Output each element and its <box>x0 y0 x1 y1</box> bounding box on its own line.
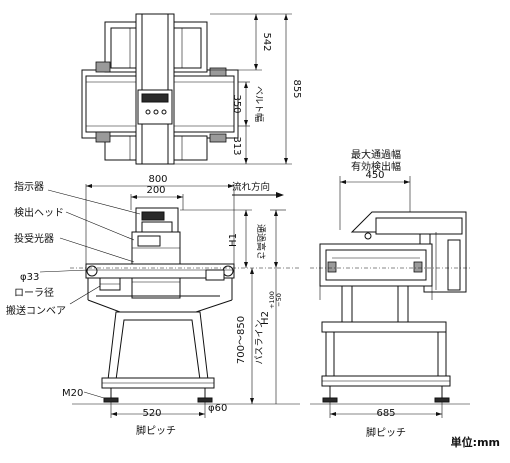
belt-width-label: ベルト幅 <box>253 86 265 122</box>
dim-h2: H2 <box>260 311 271 325</box>
dim-200: 200 <box>146 185 165 196</box>
roller-dia-value: φ33 <box>20 272 39 283</box>
effective-width-label: 有効検出幅 <box>351 160 401 173</box>
detect-head-label: 検出ヘッド <box>14 206 64 219</box>
unit-label: 単位:mm <box>451 435 500 449</box>
emitter-receiver-label: 投受光器 <box>14 232 54 245</box>
pass-line-label: パスライン <box>254 319 265 364</box>
dim-phi60: φ60 <box>208 403 227 414</box>
roller-dia-label: ローラ径 <box>14 286 54 299</box>
dim-800: 800 <box>148 174 167 185</box>
dim-542: 542 <box>261 32 272 51</box>
dim-855: 855 <box>291 79 302 98</box>
flow-direction-label: 流れ方向 <box>232 181 270 193</box>
dim-313: 313 <box>231 136 242 155</box>
dim-520: 520 <box>142 408 161 419</box>
indicator-label: 指示器 <box>14 180 44 193</box>
top-view: 542 855 350 ベルト幅 313 <box>81 13 302 165</box>
m20-label: M20 <box>62 388 83 399</box>
dim-350: 350 <box>231 94 242 113</box>
dim-450: 450 <box>365 170 384 181</box>
pass-height-label: 通過高さ <box>255 224 267 260</box>
dim-700-850: 700〜850 <box>236 316 247 364</box>
dim-h2-tol-minus: −50 <box>275 293 283 307</box>
conveyor-label: 搬送コンベア <box>6 304 66 317</box>
dim-h1: H1 <box>228 233 239 247</box>
front-view: 800 200 流れ方向 <box>6 174 300 437</box>
side-leg-pitch-label: 脚ピッチ <box>366 426 406 439</box>
front-leg-pitch-label: 脚ピッチ <box>136 424 176 437</box>
dim-685: 685 <box>376 408 395 419</box>
dim-h2-tol-plus: +100 <box>268 291 276 309</box>
side-view: 最大通過幅 有効検出幅 450 <box>310 148 470 439</box>
max-pass-width-label: 最大通過幅 <box>351 148 401 161</box>
